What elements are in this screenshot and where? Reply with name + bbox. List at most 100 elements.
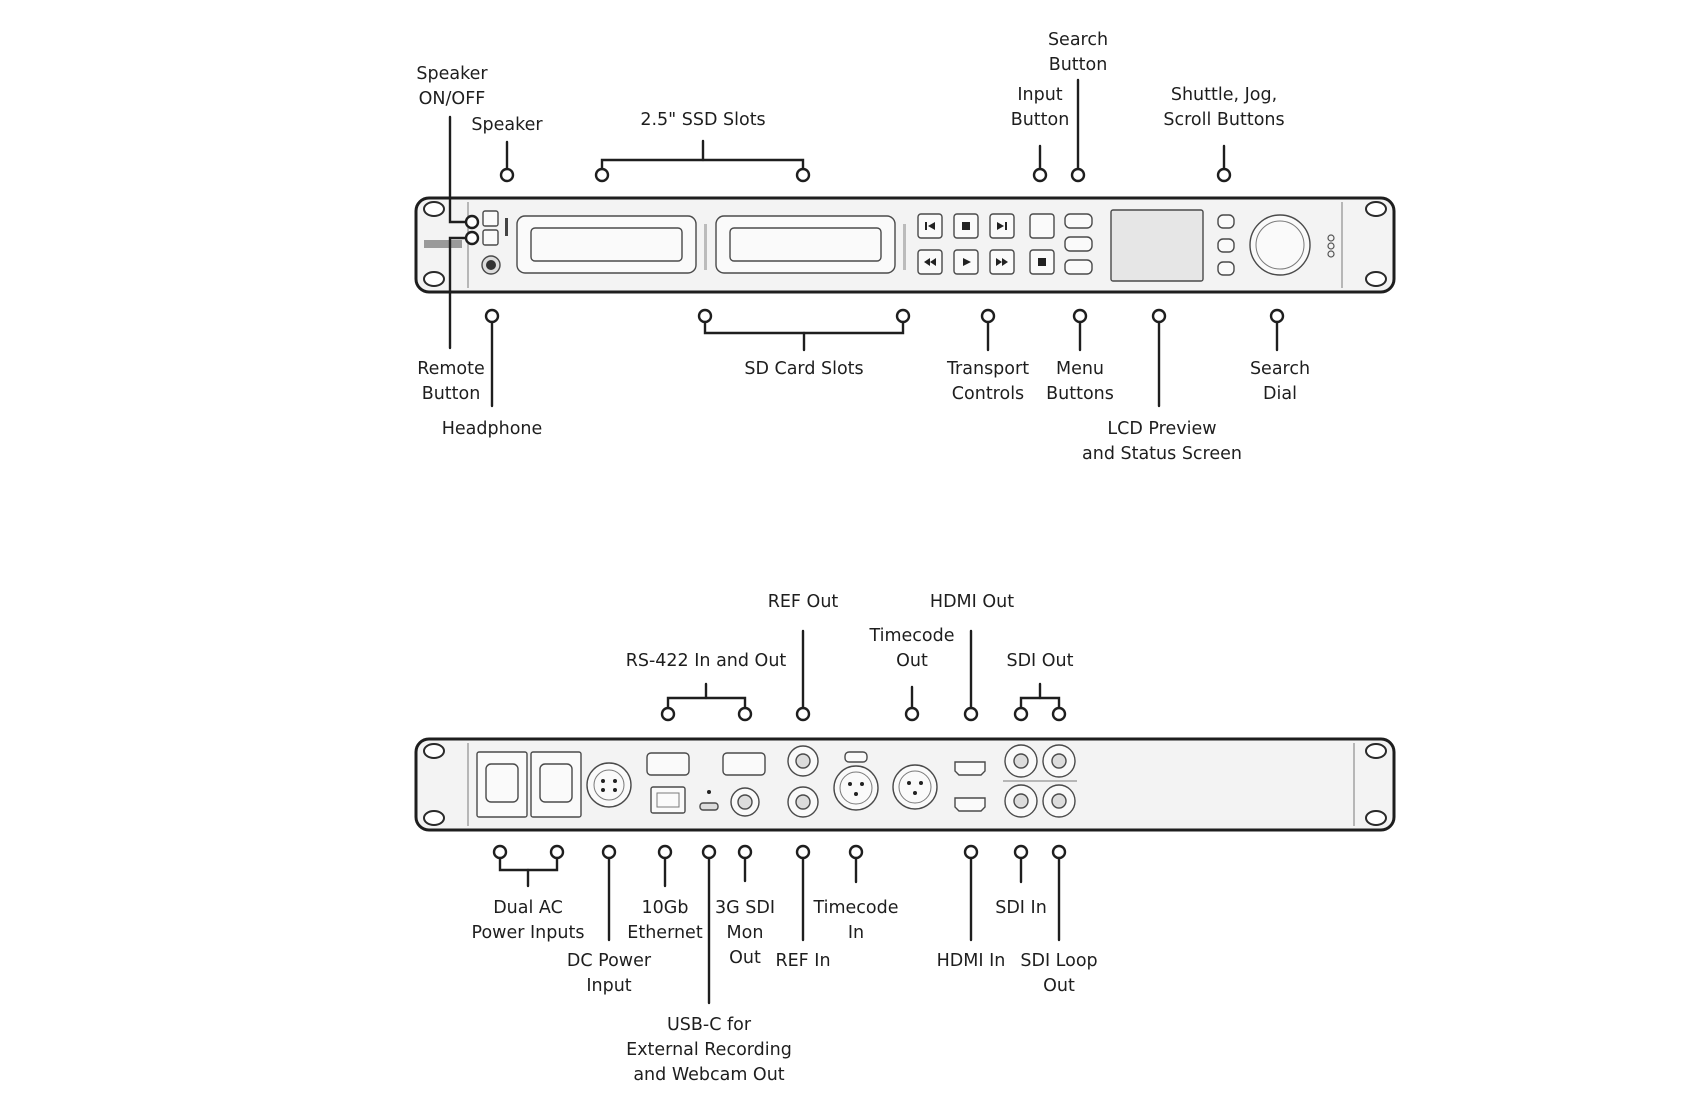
input-button: [1029, 213, 1055, 239]
label-ref-in: REF In: [775, 951, 830, 971]
timecode-out-connector: [892, 764, 938, 810]
label-line: Input: [1017, 85, 1062, 105]
label-line: Button: [1011, 110, 1070, 130]
label-line: Timecode: [868, 626, 954, 646]
ac-power-socket-1: [485, 763, 519, 803]
menu-button: [1064, 259, 1093, 275]
label-line: SDI Loop: [1020, 951, 1097, 971]
fast-forward-icon: [1002, 258, 1008, 266]
label-line: Menu: [1056, 359, 1104, 379]
rs422-port-1: [646, 752, 690, 776]
timecode-in-latch: [844, 751, 868, 763]
label-shuttle-jog-scroll: Shuttle, Jog, Scroll Buttons: [1163, 85, 1284, 130]
rack-ear-hole: [423, 810, 445, 826]
label-line: Power Inputs: [472, 923, 585, 943]
label-line: 2.5" SSD Slots: [640, 110, 765, 130]
usb-c-port: [699, 802, 719, 811]
search-button: [1064, 213, 1093, 229]
stop-icon: [962, 222, 970, 230]
label-line: DC Power: [567, 951, 652, 971]
status-led: [1327, 234, 1335, 242]
play-icon: [963, 258, 971, 266]
label-ref-out: REF Out: [768, 592, 839, 612]
label-line: SDI Out: [1006, 651, 1073, 671]
label-line: Ethernet: [627, 923, 703, 943]
label-line: LCD Preview: [1107, 419, 1216, 439]
label-sd-card-slots: SD Card Slots: [744, 359, 863, 379]
label-sdi-out: SDI Out: [1006, 651, 1073, 671]
label-line: SD Card Slots: [744, 359, 863, 379]
speaker-grille: [505, 218, 508, 236]
label-line: Out: [896, 651, 928, 671]
label-line: HDMI Out: [930, 592, 1014, 612]
rack-ear-hole: [423, 201, 445, 217]
ethernet-port: [650, 786, 686, 814]
label-line: Scroll Buttons: [1163, 110, 1284, 130]
label-headphone: Headphone: [442, 419, 543, 439]
previous-icon: [928, 222, 935, 230]
timecode-in-connector: [833, 765, 879, 811]
label-line: Dial: [1263, 384, 1297, 404]
label-line: Speaker: [471, 115, 543, 135]
search-dial-inner: [1255, 220, 1305, 270]
label-line: RS-422 In and Out: [626, 651, 787, 671]
label-line: Timecode: [812, 898, 898, 918]
status-led: [1327, 250, 1335, 258]
label-line: Transport: [946, 359, 1029, 379]
label-line: Out: [1043, 976, 1075, 996]
label-line: Buttons: [1046, 384, 1114, 404]
label-line: Shuttle, Jog,: [1171, 85, 1277, 105]
menu-button: [1064, 236, 1093, 252]
label-line: Search: [1048, 30, 1108, 50]
sd-card-slot-2: [729, 227, 882, 262]
status-led: [1327, 242, 1335, 250]
label-line: and Status Screen: [1082, 444, 1242, 464]
hdmi-in-port: [954, 797, 986, 812]
label-line: 3G SDI: [715, 898, 775, 918]
label-sdi-in: SDI In: [995, 898, 1047, 918]
headphone-jack-center: [486, 260, 496, 270]
next-icon: [1005, 222, 1007, 230]
label-line: ON/OFF: [419, 89, 486, 109]
rack-ear-hole: [423, 271, 445, 287]
label-line: Headphone: [442, 419, 543, 439]
label-line: Out: [729, 948, 761, 968]
remote-button: [482, 229, 499, 246]
dc-power-connector: [586, 762, 632, 808]
rs422-port-2: [722, 752, 766, 776]
label-line: Speaker: [416, 64, 488, 84]
label-ssd-slots: 2.5" SSD Slots: [640, 110, 765, 130]
fast-forward-icon: [996, 258, 1002, 266]
label-hdmi-out: HDMI Out: [930, 592, 1014, 612]
label-speaker: Speaker: [471, 115, 543, 135]
next-icon: [997, 222, 1004, 230]
ac-power-socket-2: [539, 763, 573, 803]
hdmi-out-port: [954, 761, 986, 776]
label-line: Search: [1250, 359, 1310, 379]
label-line: HDMI In: [937, 951, 1006, 971]
record-icon: [1038, 258, 1046, 266]
rear-panel: [414, 737, 1396, 832]
label-line: USB-C for: [667, 1015, 752, 1035]
label-line: REF In: [775, 951, 830, 971]
lcd-screen: [1110, 209, 1204, 282]
label-lcd-preview: LCD Preview and Status Screen: [1082, 419, 1242, 464]
label-line: Button: [422, 384, 481, 404]
indicator-led: [707, 790, 711, 794]
label-hdmi-in: HDMI In: [937, 951, 1006, 971]
label-line: SDI In: [995, 898, 1047, 918]
label-line: and Webcam Out: [633, 1065, 784, 1085]
speaker-on-off-button: [482, 210, 499, 227]
